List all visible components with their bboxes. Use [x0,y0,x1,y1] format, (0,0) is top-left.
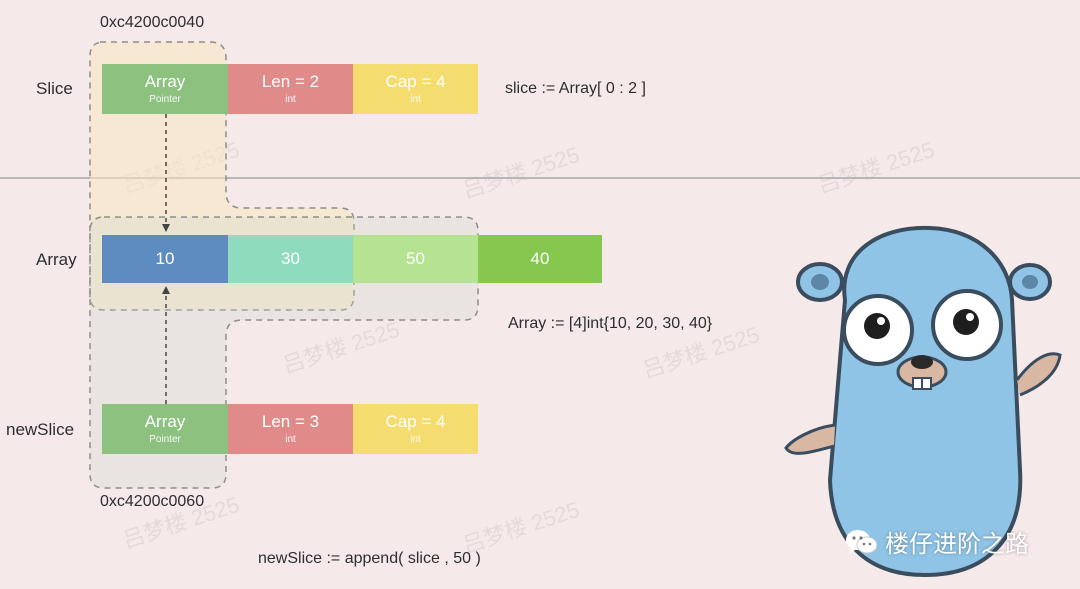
wechat-icon [845,528,877,556]
account-name: 楼仔进阶之路 [885,524,1029,559]
wechat-account-badge: 楼仔进阶之路 [845,524,1029,559]
